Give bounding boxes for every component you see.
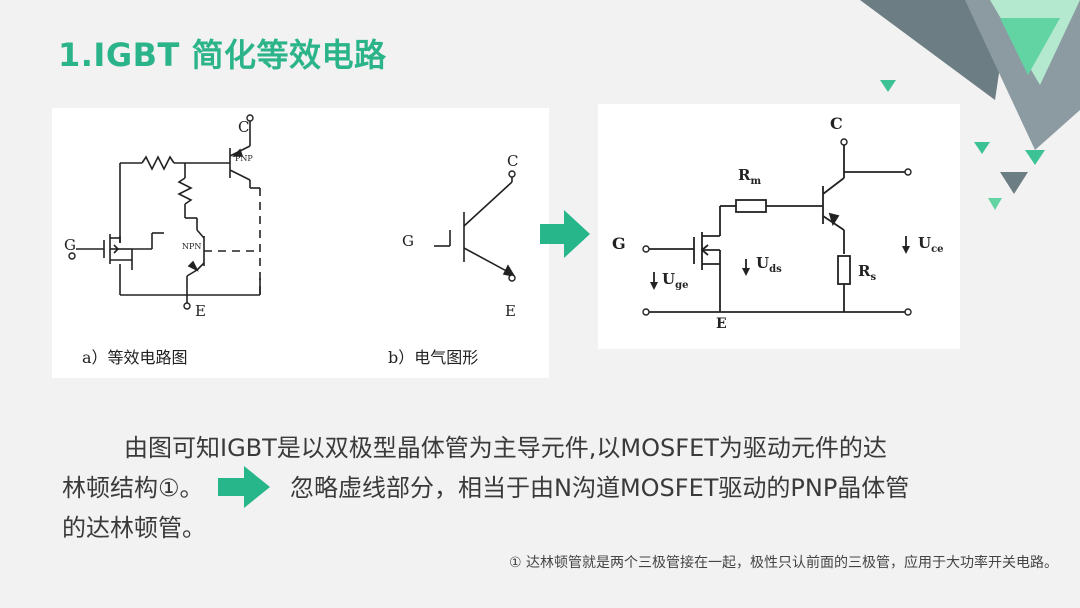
- label-rs: Rs: [858, 262, 877, 283]
- darlington-circuit-panel: C G E Rm Rs Uge Uds Uce: [598, 104, 960, 349]
- equivalent-circuit-panel: C PNP NPN G E C G E a）等效电路图 b）电气图形: [52, 108, 549, 378]
- symbol-label-g: G: [402, 232, 414, 250]
- label-uce: Uce: [918, 234, 944, 255]
- body-line-1: 由图可知IGBT是以双极型晶体管为主导元件,以MOSFET为驱动元件的达: [124, 434, 887, 462]
- footnote: ① 达林顿管就是两个三极管接在一起，极性只认前面的三极管，应用于大功率开关电路。: [509, 555, 1058, 571]
- label-e: E: [716, 316, 727, 332]
- label-rm: Rm: [738, 166, 762, 187]
- page-title: 1.IGBT 简化等效电路: [58, 36, 387, 74]
- label-g: G: [64, 236, 76, 254]
- caption-equivalent-circuit: a）等效电路图: [82, 348, 188, 367]
- caption-electrical-symbol: b）电气图形: [388, 348, 479, 367]
- equivalent-circuit-diagram: [68, 114, 516, 310]
- label-e: E: [195, 302, 206, 320]
- label-uge: Uge: [662, 270, 689, 291]
- label-c: C: [238, 118, 250, 136]
- label-pnp: PNP: [235, 154, 253, 163]
- symbol-label-e: E: [505, 302, 516, 320]
- label-npn: NPN: [182, 242, 202, 251]
- label-g: G: [612, 234, 626, 253]
- darlington-circuit-diagram: [642, 138, 912, 316]
- arrow-right-icon: [218, 466, 270, 508]
- body-line-2a: 林顿结构①。: [62, 474, 204, 502]
- corner-decoration: [860, 0, 1080, 210]
- label-c: C: [830, 114, 843, 133]
- body-line-3: 的达林顿管。: [62, 514, 206, 542]
- body-line-2b: 忽略虚线部分，相当于由N沟道MOSFET驱动的PNP晶体管: [290, 474, 910, 502]
- label-uds: Uds: [756, 254, 782, 275]
- arrow-right-icon: [540, 210, 590, 258]
- symbol-label-c: C: [507, 152, 519, 170]
